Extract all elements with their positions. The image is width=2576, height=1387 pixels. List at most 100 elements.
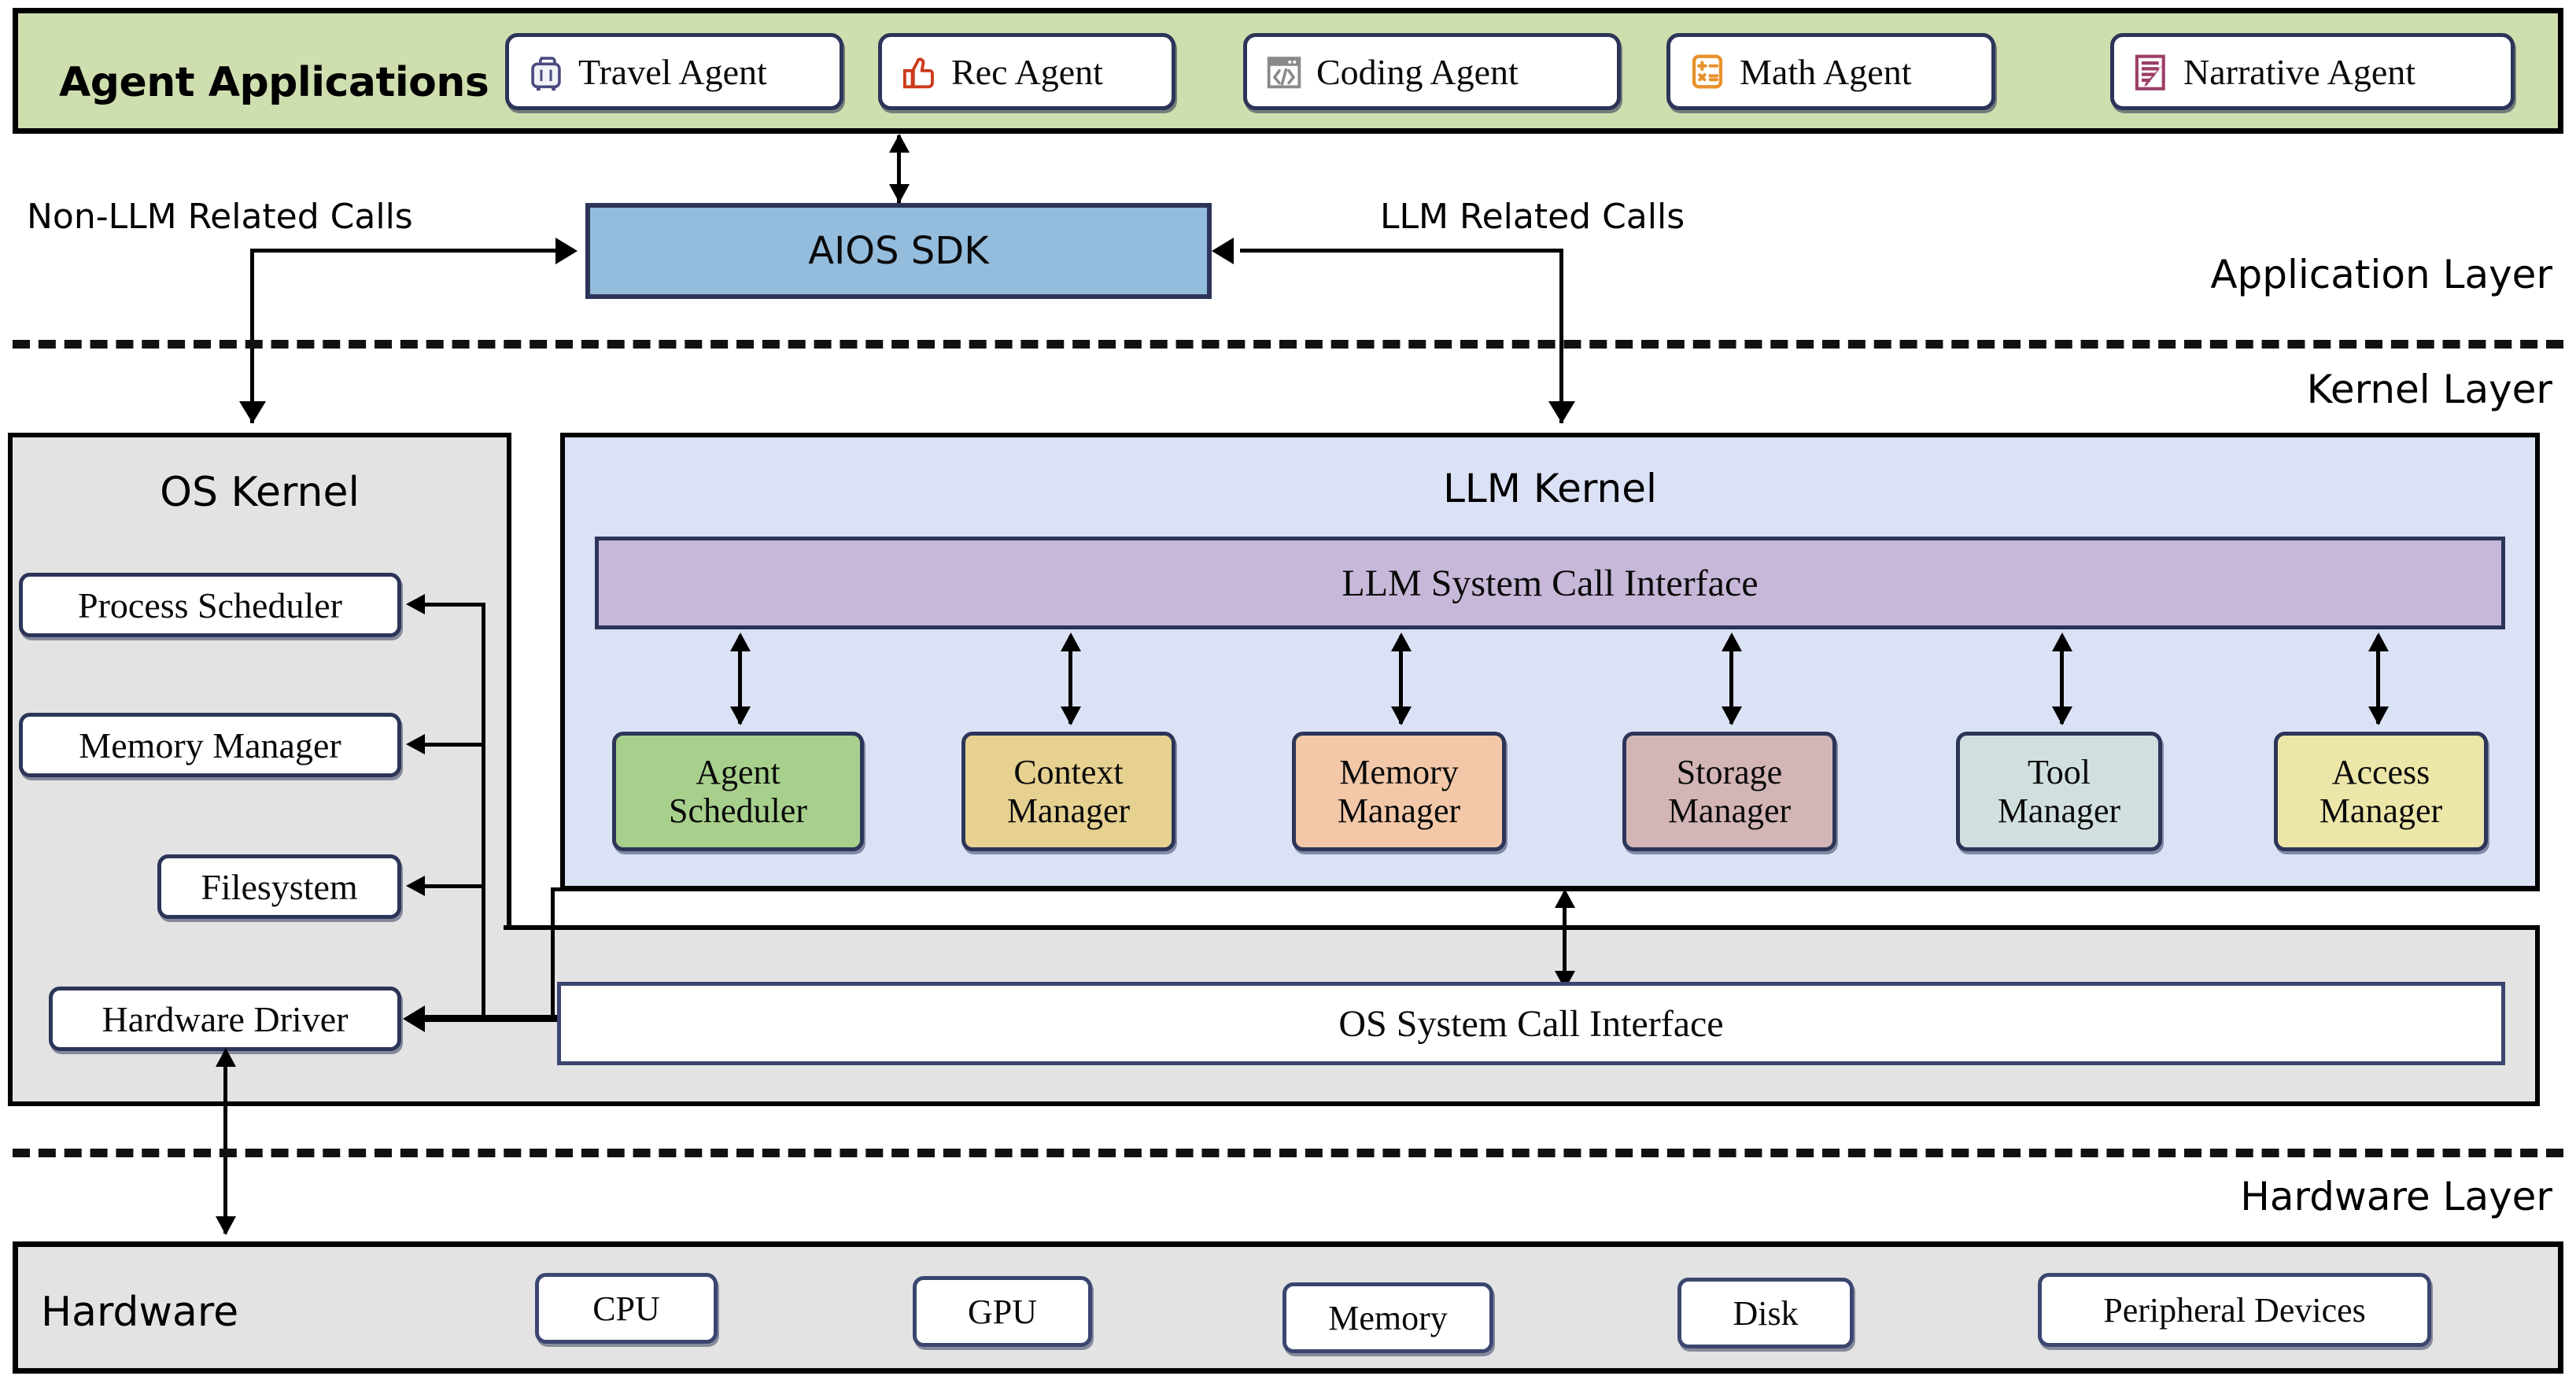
manager-line-1: Context [1013, 752, 1124, 791]
arrow-down-to-sdk [889, 184, 910, 203]
manager-box-tool-manager[interactable]: Tool Manager [1956, 732, 2162, 851]
arrow-down-to-llm-kernel [1548, 401, 1575, 423]
hardware-chip-disk[interactable]: Disk [1677, 1278, 1854, 1348]
arrow-down-to-os-kernel [239, 401, 266, 423]
arrow-down-context-manager [1061, 706, 1081, 725]
agent-chip-travel-agent[interactable]: Travel Agent [505, 33, 843, 110]
arrow-left-into-sdk [1212, 238, 1234, 264]
arrow-left-process-scheduler [406, 594, 425, 614]
arrow-down-hardware [216, 1216, 236, 1235]
thumbs-up-icon [896, 49, 942, 94]
apps-sdk-connector [897, 135, 901, 203]
agent-label: Rec Agent [951, 51, 1103, 92]
mgr-link-memory-manager [1399, 636, 1403, 724]
os-item-memory-manager[interactable]: Memory Manager [19, 713, 401, 777]
manager-box-access-manager[interactable]: Access Manager [2274, 732, 2488, 851]
bus-to-memory-manager [425, 743, 483, 747]
agent-chip-narrative-agent[interactable]: Narrative Agent [2110, 33, 2515, 110]
agent-label: Math Agent [1740, 51, 1912, 92]
agent-chip-coding-agent[interactable]: Coding Agent [1243, 33, 1621, 110]
arrow-up-agent-scheduler [730, 633, 751, 651]
non-llm-call-vertical [250, 249, 254, 423]
manager-line-2: Manager [1337, 791, 1461, 830]
arrow-up-tool-manager [2052, 633, 2072, 651]
llm-kernel-os-syscall-link [1563, 892, 1567, 988]
hardware-chip-memory[interactable]: Memory [1282, 1282, 1493, 1353]
arrow-left-memory-manager [406, 734, 425, 754]
arrow-up-to-apps [889, 134, 910, 153]
hardware-layer-label: Hardware Layer [2240, 1174, 2552, 1219]
agent-chip-rec-agent[interactable]: Rec Agent [878, 33, 1175, 110]
arrow-down-storage-manager [1722, 706, 1742, 725]
arrow-down-tool-manager [2052, 706, 2072, 725]
kernel-layer-label: Kernel Layer [2306, 367, 2552, 412]
os-kernel-bus-vertical [482, 603, 485, 1016]
arrow-up-context-manager [1061, 633, 1081, 651]
manager-line-2: Manager [1006, 791, 1131, 830]
arrow-up-llm-kernel [1555, 889, 1575, 908]
bus-to-filesystem [425, 884, 483, 888]
hardware-chip-cpu[interactable]: CPU [535, 1273, 718, 1344]
os-item-process-scheduler[interactable]: Process Scheduler [19, 573, 401, 637]
code-window-icon [1261, 49, 1307, 94]
os-item-filesystem[interactable]: Filesystem [157, 854, 401, 919]
application-layer-label: Application Layer [2210, 252, 2552, 297]
aios-sdk-box[interactable]: AIOS SDK [585, 203, 1212, 299]
hardware-chip-peripheral-devices[interactable]: Peripheral Devices [2038, 1273, 2431, 1347]
agent-chip-math-agent[interactable]: Math Agent [1666, 33, 1995, 110]
arrow-left-filesystem [406, 876, 425, 896]
manager-line-2: Scheduler [669, 791, 807, 830]
agent-applications-title: Agent Applications [59, 59, 489, 106]
non-llm-call-horizontal [250, 249, 559, 253]
manager-line-1: Memory [1339, 752, 1459, 791]
manager-line-2: Manager [1667, 791, 1792, 830]
mgr-link-agent-scheduler [738, 636, 742, 724]
suitcase-icon [523, 49, 569, 94]
arrow-down-agent-scheduler [730, 706, 751, 725]
arrow-right-into-sdk [555, 238, 578, 264]
hardware-band-title: Hardware [41, 1289, 239, 1336]
calculator-icon [1685, 49, 1730, 94]
arrow-down-memory-manager [1391, 706, 1412, 725]
os-kernel-title: OS Kernel [160, 469, 360, 516]
arrow-up-memory-manager [1391, 633, 1412, 651]
os-item-hardware-driver[interactable]: Hardware Driver [49, 987, 401, 1051]
arrow-up-storage-manager [1722, 633, 1742, 651]
mgr-link-storage-manager [1729, 636, 1733, 724]
arrow-up-hardware-driver [216, 1048, 236, 1067]
hardware-chip-gpu[interactable]: GPU [913, 1276, 1092, 1347]
llm-system-call-interface[interactable]: LLM System Call Interface [595, 537, 2505, 629]
manager-line-1: Storage [1676, 752, 1783, 791]
manager-line-1: Agent [696, 752, 781, 791]
mgr-link-access-manager [2376, 636, 2380, 724]
manager-box-storage-manager[interactable]: Storage Manager [1622, 732, 1836, 851]
agent-label: Travel Agent [578, 51, 767, 92]
manager-line-1: Access [2331, 752, 2430, 791]
document-pen-icon [2128, 49, 2174, 94]
manager-line-2: Manager [1997, 791, 2121, 830]
arrow-left-hardware-driver [403, 1005, 425, 1032]
mgr-link-context-manager [1068, 636, 1072, 724]
agent-label: Narrative Agent [2183, 51, 2416, 92]
manager-box-agent-scheduler[interactable]: Agent Scheduler [612, 732, 864, 851]
llm-call-horizontal [1240, 249, 1563, 253]
kernel-hardware-divider [13, 1149, 2563, 1157]
llm-kernel-to-os-bus-vertical [551, 887, 555, 1016]
hardware-driver-syscall-link [425, 1015, 566, 1022]
hardware-driver-to-hardware-line [223, 1051, 227, 1234]
manager-box-context-manager[interactable]: Context Manager [961, 732, 1175, 851]
agent-label: Coding Agent [1316, 51, 1519, 92]
non-llm-related-calls-label: Non-LLM Related Calls [27, 197, 413, 237]
llm-kernel-title: LLM Kernel [1443, 466, 1657, 511]
os-system-call-interface[interactable]: OS System Call Interface [557, 982, 2505, 1065]
manager-line-1: Tool [2027, 752, 2091, 791]
llm-kernel-panel [560, 433, 2540, 891]
manager-box-memory-manager[interactable]: Memory Manager [1292, 732, 1506, 851]
arrow-down-access-manager [2368, 706, 2389, 725]
arrow-up-access-manager [2368, 633, 2389, 651]
llm-related-calls-label: LLM Related Calls [1380, 197, 1685, 237]
bus-to-process-scheduler [425, 603, 483, 607]
app-kernel-divider [13, 340, 2563, 349]
llm-call-vertical [1559, 249, 1563, 423]
